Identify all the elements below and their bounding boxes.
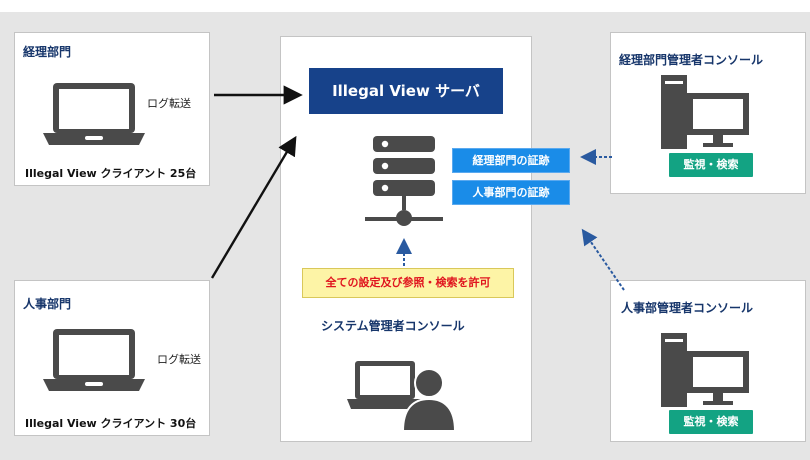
cert-accounting-tag: 経理部門の証跡	[452, 148, 570, 173]
system-admin-console-title: システム管理者コンソール	[321, 319, 465, 333]
accounting-console-title: 経理部門管理者コンソール	[619, 53, 764, 67]
hr-dept-panel: 人事部門 ログ転送 Illegal View クライアント 30台	[14, 280, 210, 436]
hr-dept-title: 人事部門	[23, 297, 72, 311]
accounting-dept-title: 経理部門	[23, 45, 72, 59]
monitor-search-badge: 監視・検索	[669, 153, 753, 177]
log-transfer-label: ログ転送	[147, 97, 191, 110]
log-transfer-arrow-hr	[210, 135, 297, 279]
hr-console-panel: 人事部管理者コンソール 監視・検索	[610, 280, 806, 442]
hr-console-arrow	[581, 228, 625, 291]
accounting-console-panel: 経理部門管理者コンソール 監視・検索	[610, 32, 806, 194]
admin-user-icon	[347, 361, 457, 432]
server-icon	[365, 136, 443, 226]
desktop-computer-icon	[661, 333, 749, 407]
cert-hr-tag: 人事部門の証跡	[452, 180, 570, 205]
log-transfer-label: ログ転送	[157, 353, 201, 366]
laptop-icon	[43, 329, 145, 391]
client-count-caption: Illegal View クライアント 25台	[25, 167, 197, 180]
server-title: Illegal View サーバ	[309, 68, 503, 114]
accounting-dept-panel: 経理部門 ログ転送 Illegal View クライアント 25台	[14, 32, 210, 186]
monitor-search-badge: 監視・検索	[669, 410, 753, 434]
desktop-computer-icon	[661, 75, 749, 149]
hr-console-title: 人事部管理者コンソール	[621, 301, 754, 315]
laptop-icon	[43, 83, 145, 145]
client-count-caption: Illegal View クライアント 30台	[25, 417, 197, 430]
permission-note: 全ての設定及び参照・検索を許可	[302, 268, 514, 298]
